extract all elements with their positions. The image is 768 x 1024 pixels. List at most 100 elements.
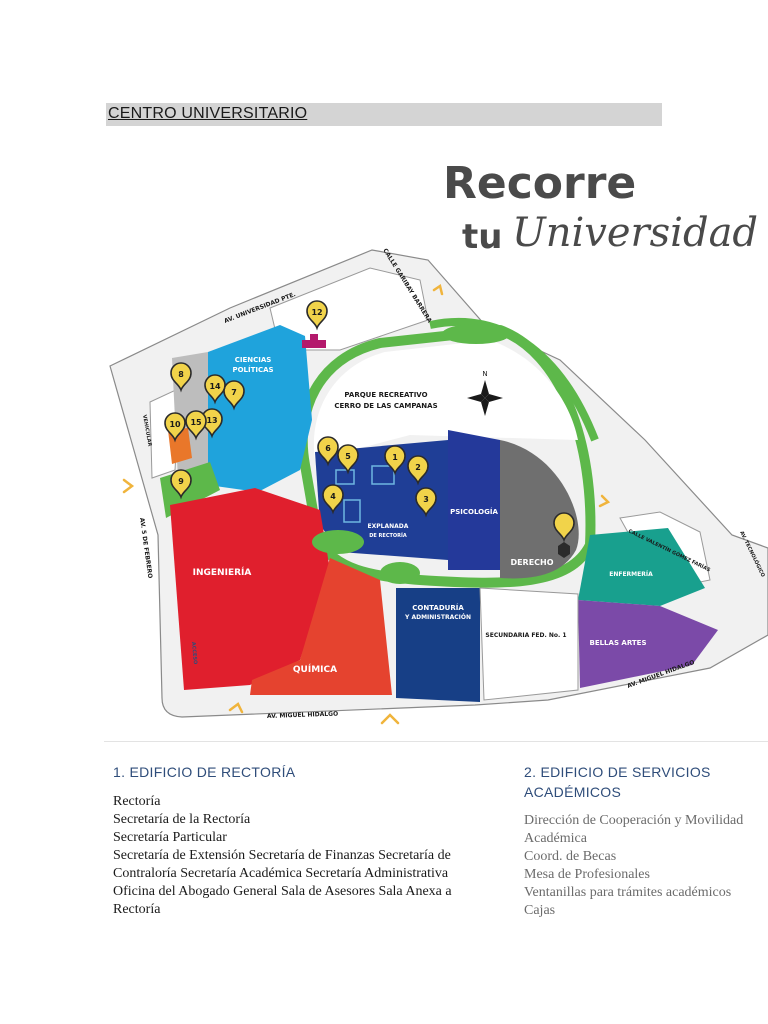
map-marker-label: 1 [392,453,398,462]
map-marker-label: 15 [190,418,202,427]
map-pin-icon [317,436,339,467]
map-pin-icon [337,444,359,475]
list-item: Dirección de Cooperación y Movilidad Aca… [524,813,744,846]
label-explanada-line1: EXPLANADA [368,523,409,530]
entrance-icon [380,713,400,725]
marker-11-icon [553,512,575,558]
street-cinco-febrero: AV. 5 DE FEBRERO [138,517,153,579]
label-contaduria-line2: Y ADMINISTRACIÓN [404,614,471,621]
street-hidalgo-bottom: AV. MIGUEL HIDALGO [267,711,338,720]
label-bellas-artes: BELLAS ARTES [589,639,646,647]
map-pin-icon [170,469,192,500]
map-pin-icon [384,445,406,476]
map-marker-12[interactable]: 12 [306,300,328,331]
label-ciencias-line1: CIENCIAS [235,356,272,364]
list-item: Secretaría de Extensión Secretaría de Fi… [113,848,452,917]
header-bar [106,103,662,126]
map-marker-1[interactable]: 1 [384,445,406,476]
map-marker-15[interactable]: 15 [185,410,207,441]
map-marker-label: 8 [178,370,184,379]
campus-map: Recorre tu Universidad N CIENCIAS POLÍTI… [100,140,768,730]
compass-label: N [482,370,487,378]
map-pin-icon [322,484,344,515]
label-enfermeria: ENFERMERÍA [609,570,653,578]
map-marker-2[interactable]: 2 [407,455,429,486]
list-item: Secretaría de la Rectoría [113,812,251,827]
entrance-icon [432,283,444,296]
label-parque-line1: PARQUE RECREATIVO [344,391,427,399]
label-quimica: QUÍMICA [293,663,337,675]
list-item: Coord. de Becas [524,849,617,864]
map-pin-icon [164,412,186,443]
page-title: CENTRO UNIVERSITARIO [108,105,308,122]
map-marker-7[interactable]: 7 [223,380,245,411]
enfermeria-area [578,528,705,606]
label-explanada-line2: DE RECTORÍA [369,531,407,539]
map-marker-5[interactable]: 5 [337,444,359,475]
pink-building-icon [302,334,326,348]
list-item: Secretaría Particular [113,830,227,845]
map-marker-8[interactable]: 8 [170,362,192,393]
compass-icon: N [467,370,503,416]
quimica-area [250,558,392,695]
parque-area [313,340,578,460]
map-marker-label: 10 [169,420,181,429]
map-pin-icon [223,380,245,411]
label-psicologia: PSICOLOGÍA [450,507,498,516]
section-1-title: 1. EDIFICIO DE RECTORÍA [113,764,296,780]
list-item: Ventanillas para trámites académicos [524,885,732,900]
map-marker-10[interactable]: 10 [164,412,186,443]
derecho-area [500,440,579,579]
green-oval-left [312,530,364,554]
section-2-title: 2. EDIFICIO DE SERVICIOS ACADÉMICOS [524,764,711,800]
ingenieria-area [170,488,330,690]
map-pin-icon [170,362,192,393]
label-contaduria-line1: CONTADURÍA [412,603,464,612]
label-parque-line2: CERRO DE LAS CAMPANAS [334,402,437,410]
label-derecho: DERECHO [510,558,553,567]
campus-map-svg: Recorre tu Universidad N CIENCIAS POLÍTI… [109,158,768,725]
label-secundaria: SECUNDARIA FED. No. 1 [485,632,566,639]
map-pin-icon [204,374,226,405]
street-vehicular: VEHICULAR [141,414,152,447]
list-item: Cajas [524,903,556,918]
map-pin-icon [201,408,223,439]
map-marker-label: 14 [209,382,221,391]
ciencias-politicas-area [208,325,312,492]
divider [104,741,768,742]
secundaria-area [479,587,579,701]
map-marker-label: 2 [415,463,421,472]
entrance-icon [228,702,244,714]
map-heading-script: Universidad [512,210,758,256]
bellas-artes-area [578,600,718,688]
contaduria-area [396,588,480,702]
psicologia-area [448,430,500,570]
entrance-icon [122,478,135,494]
list-item: Rectoría [113,794,161,809]
street-acceso: ACCESO [190,642,198,665]
section-2-list: Dirección de Cooperación y Movilidad Aca… [524,812,768,920]
map-marker-label: 3 [423,495,429,504]
list-item: Mesa de Profesionales [524,867,650,882]
map-marker-label: 6 [325,444,331,453]
map-marker-9[interactable]: 9 [170,469,192,500]
map-marker-4[interactable]: 4 [322,484,344,515]
green-outer-arc [429,317,599,442]
map-pin-icon [306,300,328,331]
map-marker-label: 12 [311,308,322,317]
map-heading-line1: Recorre [443,158,636,209]
entrance-icon [598,494,611,508]
map-marker-label: 9 [178,477,184,486]
map-marker-label: 4 [330,492,336,501]
map-marker-3[interactable]: 3 [415,487,437,518]
map-heading-tu: tu [462,217,502,257]
map-pin-icon [185,410,207,441]
map-pin-icon [415,487,437,518]
label-ciencias-line2: POLÍTICAS [232,365,273,374]
map-marker-13[interactable]: 13 [201,408,223,439]
green-oval-top [442,324,510,344]
map-pin-icon [407,455,429,486]
map-marker-14[interactable]: 14 [204,374,226,405]
map-marker-6[interactable]: 6 [317,436,339,467]
